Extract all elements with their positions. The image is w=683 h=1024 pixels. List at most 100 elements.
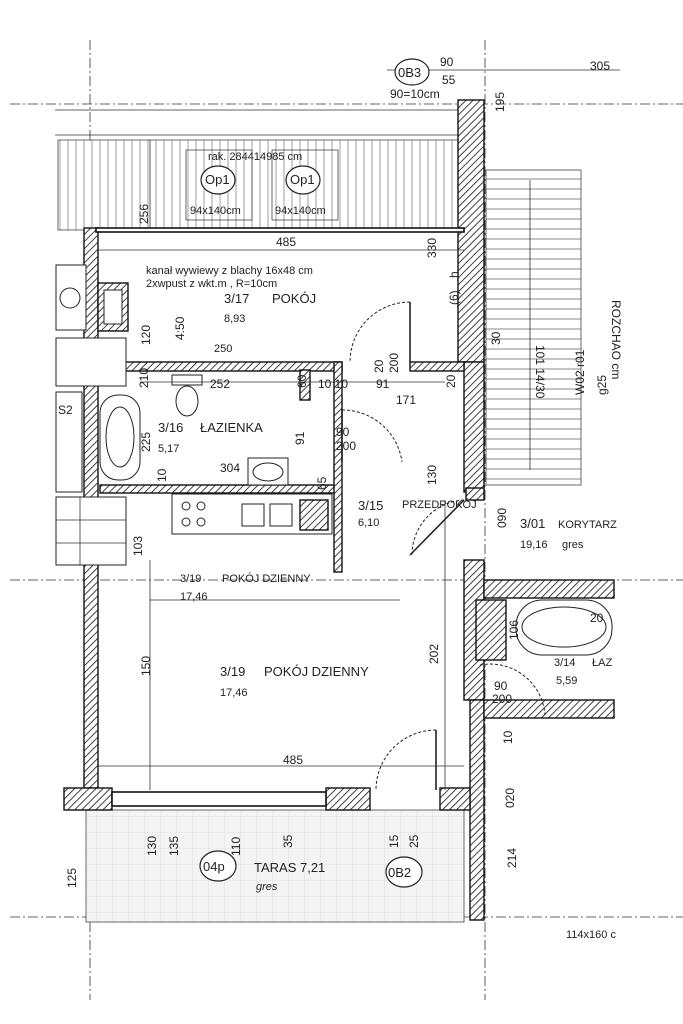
room-315-number: 3/15 (358, 498, 383, 513)
kanal-note: kanał wywiewy z blachy 16x48 cm (146, 265, 313, 277)
room-316-area: 5,17 (158, 443, 179, 455)
dim-20: 20 (372, 359, 386, 373)
wo2-label: W02 r01 (573, 349, 587, 395)
dim-150: 150 (139, 656, 153, 676)
dim-200b: 200 (336, 439, 356, 453)
op1-b: Op1 (290, 172, 315, 187)
win-94-b: 94x140cm (275, 205, 326, 217)
dim-90c: 90 (494, 679, 508, 693)
dim-200c: 200 (492, 692, 512, 706)
dim-15: 15 (387, 834, 401, 848)
window-code-bottom: 0B2 (388, 865, 411, 880)
dim-106: 106 (507, 620, 521, 640)
dim-s2: S2 (58, 403, 73, 417)
dim-250: 250 (214, 343, 232, 355)
rak-label: rak. 284414985 cm (208, 151, 302, 163)
dim-90-top: 90 (440, 55, 454, 69)
dim-103: 103 (131, 536, 145, 556)
dim-30: 30 (489, 331, 503, 345)
dim-65: 65 (315, 476, 329, 490)
op-04p: 04p (203, 859, 225, 874)
room-301-number: 3/01 (520, 516, 545, 531)
bathroom-314 (515, 599, 613, 656)
room-315-area: 6,10 (358, 517, 379, 529)
dim-305: 305 (590, 59, 610, 73)
bathroom-fixtures (99, 374, 289, 486)
dim-225: 225 (139, 432, 153, 452)
room-315-name: PRZEDPOKÓJ (402, 498, 477, 511)
dim-485-top: 485 (276, 235, 296, 249)
room-319-name: POKÓJ DZIENNY (264, 664, 369, 679)
doors (341, 301, 546, 791)
dim-90-10cm: 90=10cm (390, 87, 440, 101)
room-316-number: 3/16 (158, 420, 183, 435)
dim-135: 135 (167, 836, 181, 856)
room-319-small-area: 17,46 (180, 591, 208, 603)
room-319-area: 17,46 (220, 687, 248, 699)
dim-130: 130 (425, 465, 439, 485)
dim-090: 090 (495, 508, 509, 528)
dim-10: 10 (155, 468, 169, 482)
room-314-number: 3/14 (554, 657, 575, 669)
room-301-name: KORYTARZ (558, 519, 617, 531)
dim-200: 200 (387, 353, 401, 373)
dim-110: 110 (229, 837, 243, 856)
dim-60: 60 (295, 374, 309, 388)
g25-label: g25 (595, 375, 609, 395)
dim-202: 202 (427, 644, 441, 664)
room-319-number: 3/19 (220, 664, 245, 679)
dim-120: 120 (139, 325, 153, 345)
dim-252: 252 (210, 377, 230, 391)
dim-195: 195 (493, 92, 507, 112)
room-314-area: 5,59 (556, 675, 577, 687)
taras-label: TARAS 7,21 (254, 860, 325, 875)
dim-20b: 20 (444, 374, 458, 388)
room-319-small-name: POKÓJ DZIENNY (222, 572, 311, 585)
room-317-number: 3/17 (224, 291, 249, 306)
dim-450: 4:50 (173, 316, 187, 340)
room-301-floor: gres (562, 539, 584, 551)
dim-130b: 130 (145, 836, 159, 856)
dim-330: 330 (425, 238, 439, 258)
kitchenette (171, 493, 333, 535)
dimension-lines (98, 140, 464, 790)
dim-20c: 20 (590, 611, 604, 625)
dim-25: 25 (407, 834, 421, 848)
dim-210: 210 (137, 368, 151, 388)
dim-101: 101 14/30 (533, 345, 547, 399)
dim-55: 55 (442, 73, 456, 87)
plan-labels: 0B3 90 55 90=10cm 305 195 rak. 284414985… (58, 55, 623, 941)
win-114: 114x160 c (566, 929, 616, 941)
dim-256: 256 (137, 204, 151, 224)
dim-171: 171 (396, 393, 416, 407)
op1-a: Op1 (205, 172, 230, 187)
dim-91: 91 (376, 377, 390, 391)
dim-485-bottom: 485 (283, 753, 303, 767)
staircase (485, 169, 582, 486)
dim-304: 304 (220, 461, 240, 475)
room-319-small-number: 3/19 (180, 573, 201, 585)
window-code-top: 0B3 (398, 65, 421, 80)
shafts-left (55, 264, 129, 566)
room-316-name: ŁAZIENKA (200, 420, 263, 435)
dim-020: 020 (503, 788, 517, 808)
room-317-area: 8,93 (224, 313, 245, 325)
dim-h: h (447, 271, 461, 278)
dim-214: 214 (505, 848, 519, 868)
dim-90: 90 (336, 425, 350, 439)
room-301-area: 19,16 (520, 539, 548, 551)
dim-10b: 10 (501, 730, 515, 744)
wpust-note: 2xwpust z wkt.m , R=10cm (146, 278, 277, 290)
balcony-top (57, 139, 459, 231)
dim-91b: 91 (293, 431, 307, 445)
room-317-name: POKÓJ (272, 291, 316, 306)
taras-floor: gres (256, 881, 278, 893)
win-94-a: 94x140cm (190, 205, 241, 217)
dim-6: (6) (447, 290, 461, 305)
dim-10-10: 10 10 (318, 377, 348, 391)
dim-35: 35 (281, 834, 295, 848)
room-314-name: ŁAZ (592, 657, 612, 669)
dim-125: 125 (65, 868, 79, 888)
rozchao-label: ROZCHAO cm (609, 300, 623, 379)
window-markers (185, 58, 430, 888)
